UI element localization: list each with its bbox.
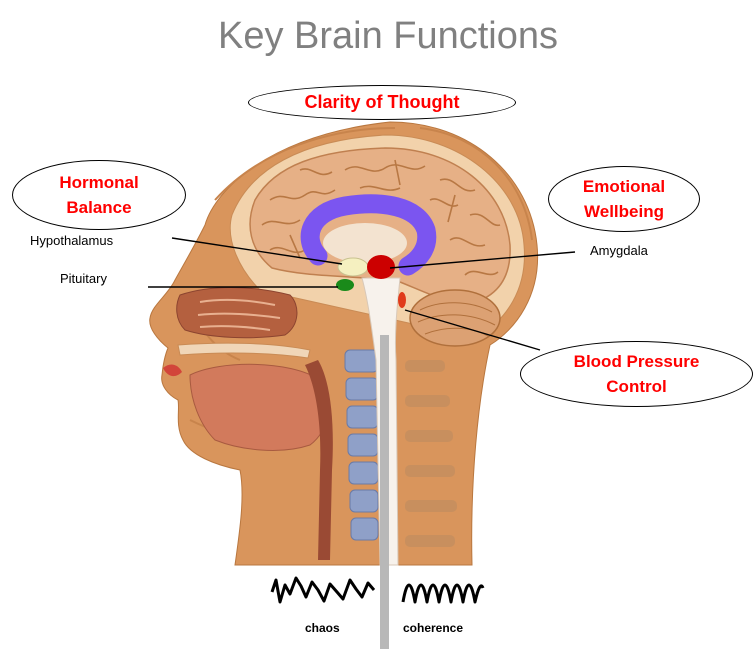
spinous-process [405,395,450,407]
medulla-center [398,292,406,308]
vertebra [350,490,378,512]
hormonal-balance-bubble: Hormonal Balance [12,160,186,230]
amygdala [367,255,395,279]
spinous-process [405,430,453,442]
hypothalamus-label: Hypothalamus [30,233,113,248]
hypothalamus [338,258,368,276]
pituitary-label: Pituitary [60,271,107,286]
coherence-wave [403,585,483,602]
clarity-of-thought-label: Clarity of Thought [305,90,460,115]
fornix-region [323,223,407,263]
vertebra [351,518,378,540]
blood-pressure-control-line-2: Control [606,374,666,399]
vertebra [346,378,378,400]
slide-title: Key Brain Functions [183,14,593,58]
cerebellum [410,290,500,346]
vertebra [345,350,378,372]
vertebra [347,406,378,428]
vertebra [349,462,378,484]
spinous-process [405,535,455,547]
blood-pressure-control-line-1: Blood Pressure [574,349,700,374]
spinous-process [405,465,455,477]
coherence-label: coherence [403,621,463,635]
hormonal-balance-line-1: Hormonal [59,170,138,195]
signal-arrow [380,335,389,649]
emotional-wellbeing-line-1: Emotional [583,174,665,199]
chaos-label: chaos [305,621,340,635]
vertebra [348,434,378,456]
clarity-of-thought-bubble: Clarity of Thought [248,85,516,120]
emotional-wellbeing-bubble: Emotional Wellbeing [548,166,700,232]
hormonal-balance-line-2: Balance [66,195,131,220]
spinous-process [405,500,457,512]
chaos-wave [272,578,374,602]
pituitary [336,279,354,291]
nasal-cavity [177,288,297,338]
blood-pressure-control-bubble: Blood Pressure Control [520,341,753,407]
amygdala-label: Amygdala [590,243,648,258]
emotional-wellbeing-line-2: Wellbeing [584,199,664,224]
spinous-process [405,360,445,372]
